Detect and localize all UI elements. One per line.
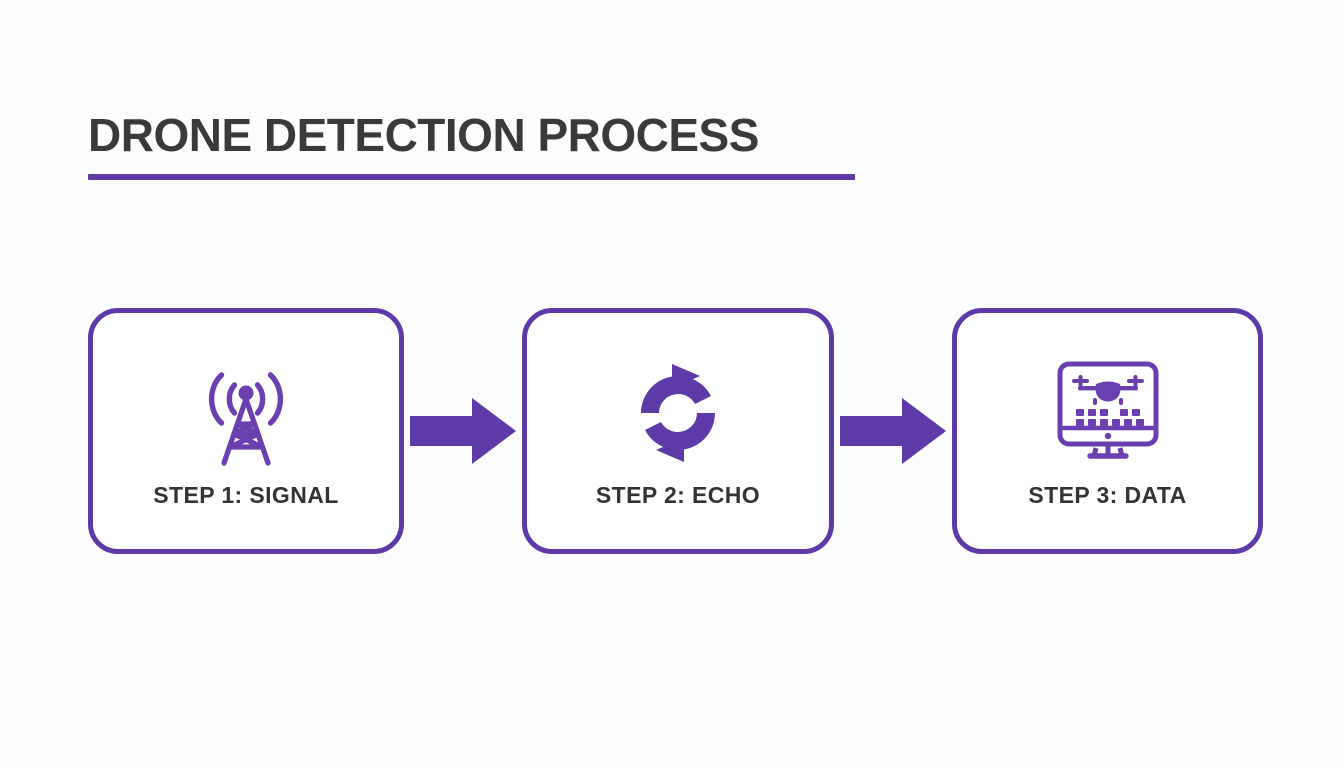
arrow-right-icon <box>840 398 946 464</box>
step-card-data[interactable]: STEP 3: DATA <box>952 308 1263 554</box>
arrow-right-icon <box>410 398 516 464</box>
title-block: DRONE DETECTION PROCESS <box>88 112 888 180</box>
step-label-echo: STEP 2: ECHO <box>595 481 761 508</box>
connector-1 <box>404 308 522 554</box>
step-label-signal: STEP 1: SIGNAL <box>153 481 339 508</box>
page-title: DRONE DETECTION PROCESS <box>88 109 759 161</box>
process-flow: STEP 1: SIGNAL STEP 2: ECHO <box>88 308 1263 554</box>
title-underline-rule <box>88 174 855 180</box>
step-card-signal[interactable]: STEP 1: SIGNAL <box>88 308 404 554</box>
step-card-echo[interactable]: STEP 2: ECHO <box>522 308 834 554</box>
signal-tower-icon <box>194 354 298 472</box>
monitor-drone-data-icon <box>1046 354 1170 472</box>
step-label-data: STEP 3: DATA <box>1028 481 1187 508</box>
sync-refresh-icon <box>628 354 728 472</box>
connector-2 <box>834 308 952 554</box>
